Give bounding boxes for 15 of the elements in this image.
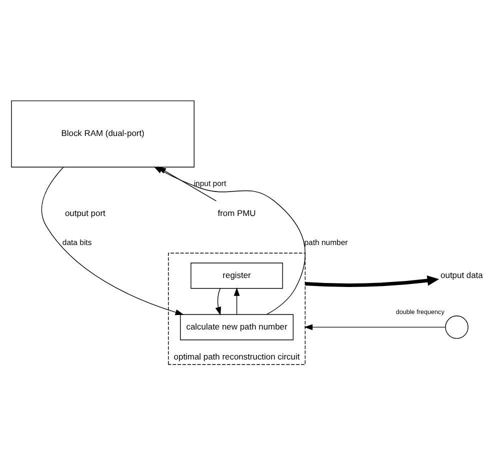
node-text: output data xyxy=(440,270,483,280)
node-box: register xyxy=(190,262,283,289)
label: output port xyxy=(64,208,106,218)
node-circle xyxy=(445,316,468,339)
arrow xyxy=(234,287,240,315)
arrow xyxy=(215,288,222,316)
node-box: calculate new path number xyxy=(180,314,294,340)
arrow xyxy=(304,324,446,330)
node-text: from PMU xyxy=(218,208,256,218)
edge-label: path number xyxy=(304,238,348,248)
arrow xyxy=(158,166,217,202)
node-box: Block RAM (dual-port) xyxy=(11,100,194,168)
edge-label: data bits xyxy=(62,238,92,248)
arrow xyxy=(305,276,440,287)
edge-label: input port xyxy=(194,179,226,188)
